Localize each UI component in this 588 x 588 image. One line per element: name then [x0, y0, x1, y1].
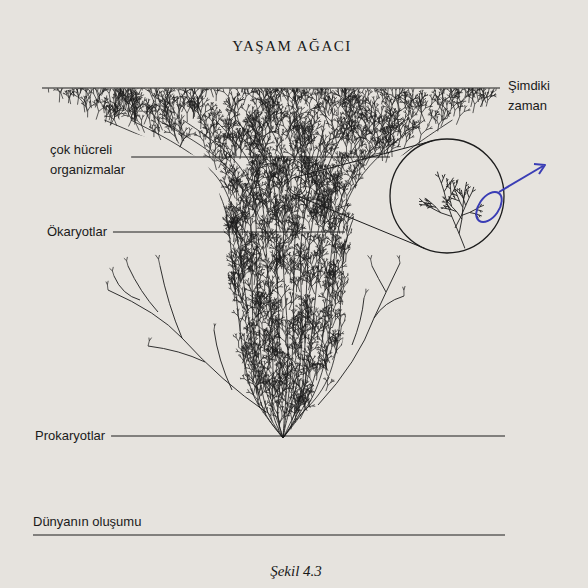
extinct-branch: [114, 276, 140, 300]
tree-canopy: [41, 66, 508, 438]
pen-arrow: [499, 166, 543, 192]
extinct-branch: [108, 290, 266, 412]
lineage-line: [283, 120, 325, 438]
lineage-line: [283, 120, 302, 438]
magnifier-leader: [295, 141, 433, 177]
lineage-line: [215, 120, 283, 438]
extinct-twigs: [106, 255, 405, 346]
lineage-line: [158, 120, 283, 438]
tree-twigs: [41, 66, 508, 431]
extinct-branch: [372, 266, 386, 292]
lineage-line: [266, 120, 288, 438]
extinct-branch: [214, 330, 232, 390]
figure-title: YAŞAM AĞACI: [0, 36, 584, 56]
time-label: çok hücreli organizmalar: [50, 140, 138, 180]
magnifier-leader: [294, 194, 426, 248]
figure-caption: Şekil 4.3: [0, 561, 588, 581]
extinct-branch: [160, 266, 182, 338]
lineage-line: [104, 120, 283, 438]
pen-circle: [471, 187, 507, 226]
time-rule: [131, 157, 390, 158]
magnified-branch: [419, 172, 484, 256]
extinct-branch: [318, 263, 400, 405]
extinct-branch: [148, 346, 205, 362]
time-label: Dünyanın oluşumu: [33, 512, 193, 532]
lineage-line: [283, 120, 405, 438]
time-label: Prokaryotlar: [35, 426, 145, 446]
time-label: Şimdiki zaman: [508, 76, 570, 116]
time-label: Ökaryotlar: [47, 222, 157, 242]
time-rule: [33, 535, 505, 536]
time-rule: [42, 88, 500, 89]
lineage-line: [183, 120, 283, 438]
lineage-line: [131, 120, 283, 438]
extinct-branch: [374, 296, 404, 318]
extinct-branch: [128, 266, 158, 312]
extinct-branches: [108, 263, 404, 412]
pen-mark: [471, 164, 545, 227]
lineage-line: [236, 120, 283, 438]
pen-arrowhead: [534, 164, 545, 174]
magnified-spot: [288, 177, 306, 195]
lineage-line: [283, 120, 350, 438]
extinct-branch: [352, 298, 364, 345]
time-rule: [113, 232, 345, 233]
time-rule: [111, 436, 505, 437]
time-rules: [33, 88, 505, 535]
